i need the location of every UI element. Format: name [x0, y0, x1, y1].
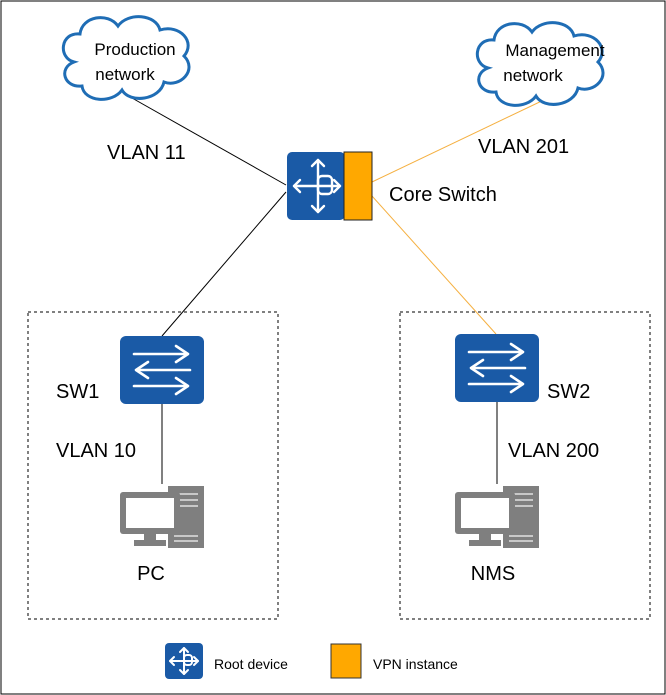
- label-vlan-10: VLAN 10: [56, 440, 136, 462]
- core-switch-icon: [287, 151, 373, 221]
- pc-label: PC: [137, 563, 165, 585]
- link-core-sw2: [371, 195, 497, 335]
- link-production-core: [131, 97, 287, 186]
- pc-computer-icon: [119, 485, 205, 549]
- legend-root-device-icon: [165, 643, 203, 679]
- cloud-management: [475, 21, 605, 107]
- cloud-production-line1: Production: [94, 40, 175, 59]
- link-management-core: [371, 97, 549, 183]
- sw2-label: SW2: [547, 381, 590, 403]
- nms-computer-icon: [454, 485, 540, 549]
- sw2-switch-icon: [453, 332, 541, 404]
- cloud-production-line2: network: [95, 65, 155, 84]
- sw1-label: SW1: [56, 381, 99, 403]
- link-core-sw1: [161, 191, 287, 337]
- core-switch-label: Core Switch: [389, 184, 497, 206]
- legend-vpn-instance-label: VPN instance: [373, 656, 458, 672]
- legend-vpn-instance-swatch: [330, 643, 362, 679]
- legend-root-device-label: Root device: [214, 656, 288, 672]
- cloud-management-line1: Management: [505, 41, 605, 60]
- label-vlan-11: VLAN 11: [107, 142, 186, 164]
- subnet-box-management: [399, 311, 651, 620]
- subnet-box-production: [27, 311, 279, 620]
- sw1-switch-icon: [118, 334, 206, 406]
- label-vlan-201: VLAN 201: [478, 136, 569, 158]
- nms-label: NMS: [471, 563, 515, 585]
- cloud-management-line2: network: [503, 66, 563, 85]
- label-vlan-200: VLAN 200: [508, 440, 599, 462]
